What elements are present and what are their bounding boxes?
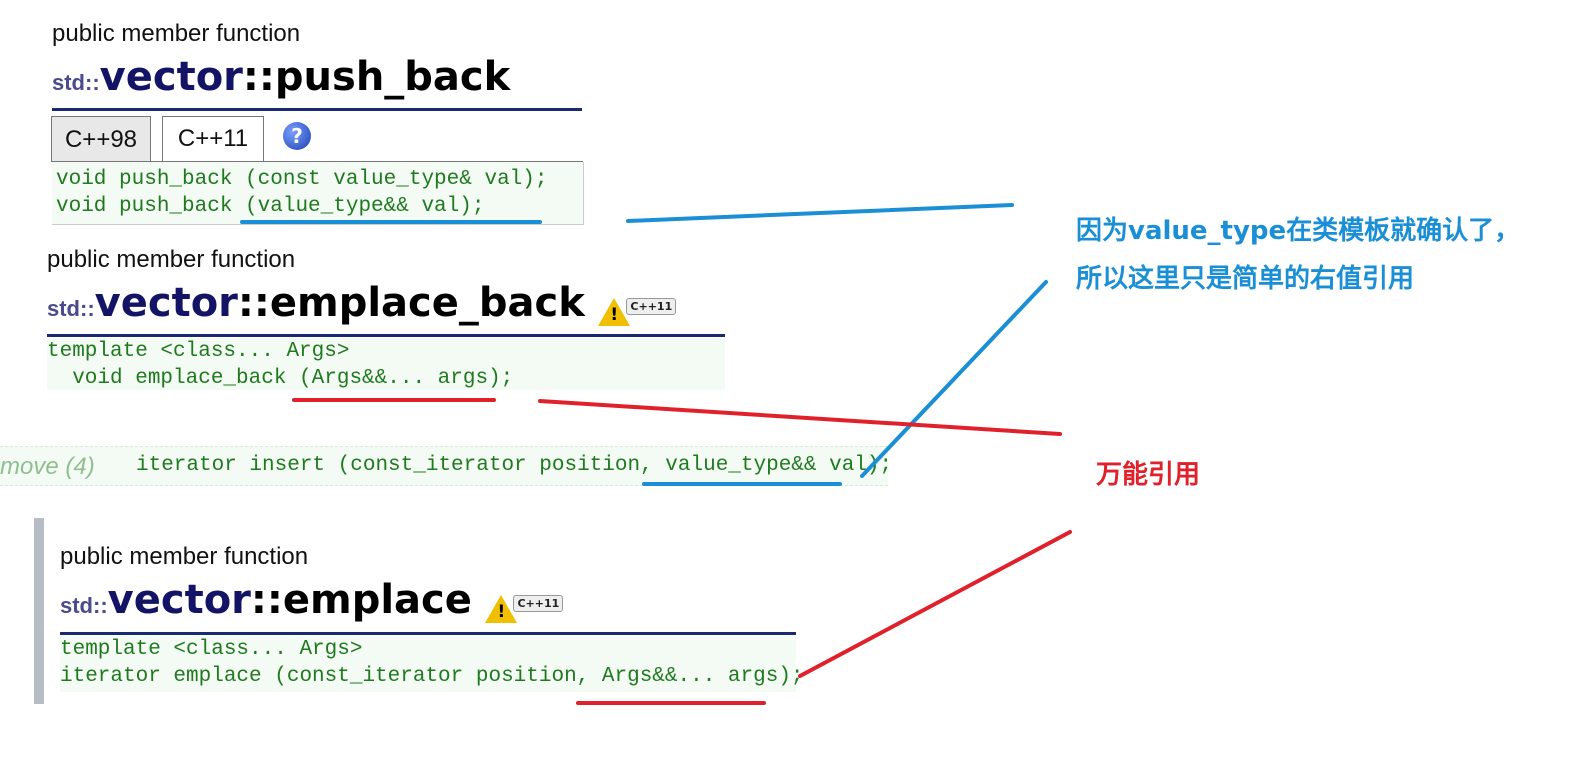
- section2-title: std::vector::emplace_back !C++11: [47, 280, 677, 326]
- title-rule: [52, 108, 582, 111]
- namespace-label: std::: [47, 296, 95, 321]
- code-line: iterator insert (const_iterator position…: [136, 454, 893, 477]
- section1-kind: public member function: [52, 20, 301, 47]
- title-rule: [60, 632, 796, 635]
- code-line: void push_back (value_type&& val);: [56, 195, 485, 218]
- help-icon[interactable]: ?: [283, 122, 311, 150]
- warning-icon: !: [485, 594, 518, 623]
- function-name: emplace: [282, 577, 472, 623]
- red-pointer-emplace: [798, 530, 1072, 678]
- scope-separator: ::: [242, 54, 275, 100]
- code-line: template <class... Args>: [60, 638, 363, 661]
- class-name: vector: [99, 54, 243, 100]
- blue-annotation-line1: 因为value_type在类模板就确认了，: [1076, 216, 1521, 246]
- red-annotation: 万能引用: [1096, 460, 1201, 490]
- push-back-codebox: void push_back (const value_type& val); …: [52, 162, 584, 225]
- cpp11-badge: !C++11: [485, 594, 564, 623]
- code-line: iterator emplace (const_iterator positio…: [60, 665, 804, 688]
- code-line: template <class... Args>: [47, 340, 350, 363]
- warning-icon: !: [598, 297, 631, 326]
- blue-pointer-insert: [860, 280, 1048, 478]
- red-pointer-emplace-back: [538, 399, 1062, 436]
- overload-label: move (4): [0, 453, 95, 480]
- code-line: void emplace_back (Args&&... args);: [47, 367, 514, 390]
- blue-annotation-line2: 所以这里只是简单的右值引用: [1076, 264, 1415, 294]
- blue-pointer-pushback: [626, 203, 1014, 223]
- section3-title: std::vector::emplace !C++11: [60, 577, 564, 623]
- scope-separator: ::: [250, 577, 283, 623]
- function-name: emplace_back: [269, 280, 585, 326]
- section3-kind: public member function: [60, 543, 309, 570]
- emplace-codebox: template <class... Args> iterator emplac…: [60, 636, 804, 692]
- tab-divider: [52, 161, 583, 162]
- cpp11-badge: !C++11: [598, 297, 677, 326]
- namespace-label: std::: [52, 70, 100, 95]
- namespace-label: std::: [60, 593, 108, 618]
- function-name: push_back: [274, 54, 511, 100]
- section1-title: std::vector::push_back: [52, 54, 510, 100]
- title-rule: [47, 334, 725, 337]
- insert-row: move (4) iterator insert (const_iterator…: [0, 446, 892, 486]
- section2-kind: public member function: [47, 246, 296, 273]
- emplace-back-codebox: template <class... Args> void emplace_ba…: [47, 338, 725, 390]
- scope-separator: ::: [237, 280, 270, 326]
- class-name: vector: [107, 577, 251, 623]
- section3-sidebar-bar: [34, 518, 44, 704]
- tab-cpp98[interactable]: C++98: [51, 116, 151, 162]
- class-name: vector: [94, 280, 238, 326]
- code-line: void push_back (const value_type& val);: [56, 168, 548, 191]
